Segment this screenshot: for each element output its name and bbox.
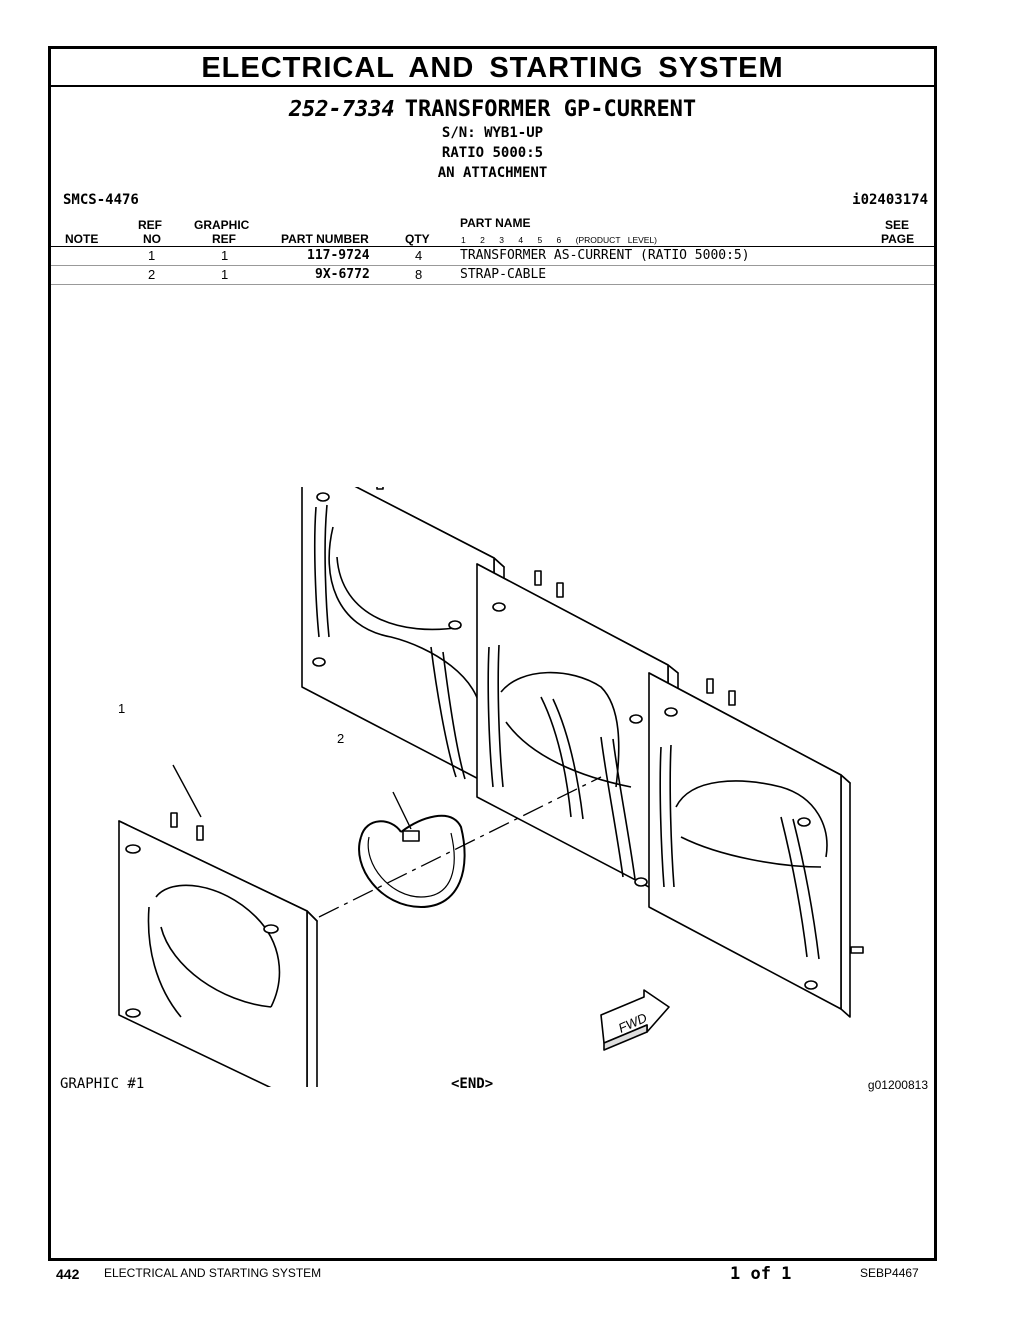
parts-illustration bbox=[118, 487, 864, 1087]
section-title: ELECTRICAL AND STARTING SYSTEM bbox=[201, 52, 784, 84]
info-id: i02403174 bbox=[852, 192, 928, 208]
callout-leader-1 bbox=[172, 764, 202, 818]
level-5: 5 bbox=[537, 235, 543, 245]
smcs-code: SMCS-4476 bbox=[63, 192, 139, 208]
footer-doc-number: SEBP4467 bbox=[860, 1266, 919, 1280]
graphic-label: GRAPHIC #1 bbox=[60, 1076, 145, 1092]
header-rule bbox=[51, 246, 934, 247]
header-part-number: PART NUMBER bbox=[281, 232, 369, 246]
row-part-number: 9X-6772 bbox=[315, 267, 370, 282]
end-label: <END> bbox=[451, 1076, 494, 1092]
cable-strap bbox=[358, 814, 466, 908]
row-rule bbox=[51, 284, 934, 285]
header-see-bottom: PAGE bbox=[881, 232, 915, 246]
serial-number: S/N: WYB1-UP bbox=[441, 125, 544, 141]
graphic-id: g01200813 bbox=[867, 1078, 928, 1092]
header-see-top: SEE bbox=[885, 218, 910, 232]
section-title-band: ELECTRICAL AND STARTING SYSTEM bbox=[51, 49, 934, 87]
row-ref: 2 bbox=[148, 267, 156, 282]
group-heading: 252-7334 TRANSFORMER GP-CURRENT bbox=[51, 97, 934, 122]
row-part-name: STRAP-CABLE bbox=[460, 267, 547, 282]
row-part-number: 117-9724 bbox=[307, 248, 370, 263]
level-6: 6 bbox=[556, 235, 562, 245]
row-graphic-ref: 1 bbox=[221, 267, 229, 282]
level-3: 3 bbox=[499, 235, 504, 245]
footer-page-number: 442 bbox=[56, 1266, 80, 1282]
row-qty: 4 bbox=[415, 248, 423, 263]
row-part-name: TRANSFORMER AS-CURRENT (RATIO 5000:5) bbox=[460, 248, 750, 263]
footer-section: ELECTRICAL AND STARTING SYSTEM bbox=[104, 1266, 322, 1280]
header-ref-bottom: NO bbox=[143, 232, 161, 246]
group-name: TRANSFORMER GP-CURRENT bbox=[404, 97, 697, 122]
callout-2: 2 bbox=[337, 731, 345, 746]
callout-1: 1 bbox=[118, 701, 126, 716]
header-qty: QTY bbox=[405, 232, 430, 246]
level-2: 2 bbox=[480, 235, 485, 245]
callout-leader-2 bbox=[392, 791, 412, 830]
transformer-right bbox=[648, 672, 864, 1018]
header-graphic-top: GRAPHIC bbox=[194, 218, 250, 232]
row-qty: 8 bbox=[415, 267, 423, 282]
transformer-back-left bbox=[301, 487, 505, 798]
row-ref: 1 bbox=[148, 248, 156, 263]
product-levels: 1 2 3 4 5 6 (PRODUCT LEVEL) bbox=[461, 235, 657, 245]
group-part-number: 252-7334 bbox=[288, 97, 395, 122]
ratio: RATIO 5000:5 bbox=[441, 145, 544, 161]
level-1: 1 bbox=[461, 235, 466, 245]
product-level-label: (PRODUCT LEVEL) bbox=[575, 235, 658, 245]
header-graphic-bottom: REF bbox=[212, 232, 236, 246]
header-ref-top: REF bbox=[138, 218, 162, 232]
fwd-arrow-icon bbox=[600, 989, 670, 1051]
row-rule bbox=[51, 265, 934, 266]
transformer-exploded bbox=[118, 812, 318, 1087]
transformer-middle bbox=[476, 563, 679, 906]
header-part-name: PART NAME bbox=[460, 216, 531, 230]
header-note: NOTE bbox=[65, 232, 99, 246]
assembly-centerline bbox=[318, 776, 602, 918]
level-4: 4 bbox=[518, 235, 524, 245]
footer-page-of: 1 of 1 bbox=[730, 1264, 792, 1284]
row-graphic-ref: 1 bbox=[221, 248, 229, 263]
attachment: AN ATTACHMENT bbox=[437, 165, 548, 181]
